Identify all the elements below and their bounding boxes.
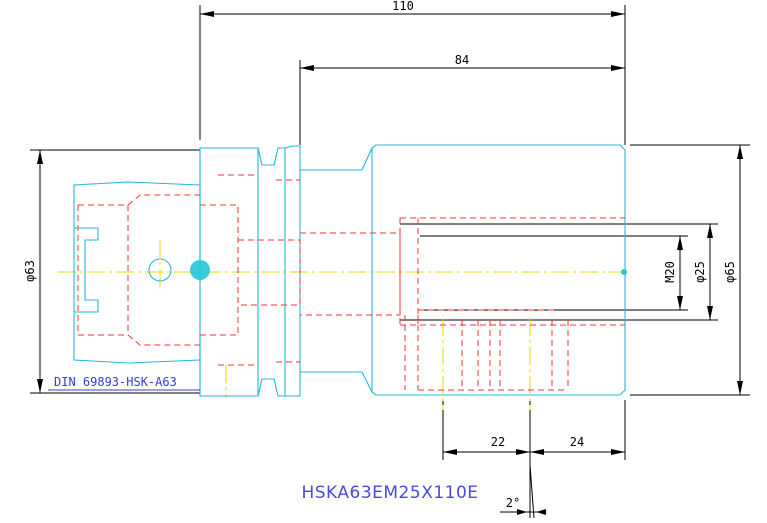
part-outline — [73, 144, 627, 397]
dimension-overall-length: 110 — [392, 0, 414, 13]
standard-note: DIN 69893-HSK-A63 — [54, 375, 177, 389]
dimension-body-diameter: φ65 — [723, 261, 737, 283]
dimension-flange-diameter: φ63 — [23, 260, 37, 282]
dimension-screw-spacing-2: 24 — [570, 435, 584, 449]
dimension-thread: M20 — [663, 261, 677, 283]
dimension-screw-spacing-1: 22 — [491, 435, 505, 449]
centerlines — [58, 240, 630, 410]
dimension-bore-diameter: φ25 — [693, 261, 707, 283]
hidden-lines — [77, 174, 625, 391]
dimension-body-length: 84 — [455, 53, 469, 67]
dimension-lines — [30, 5, 750, 519]
part-number: HSKA63EM25X110E — [301, 483, 478, 503]
dimension-angle: 2° — [506, 496, 520, 510]
